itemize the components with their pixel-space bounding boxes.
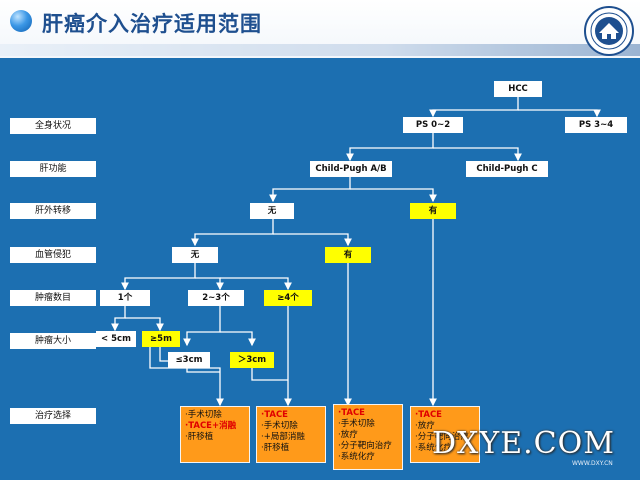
treatment-item: ·分子靶向治疗	[338, 441, 392, 451]
treatment-item: ·肝移植	[185, 432, 214, 442]
row-label-tumor-size: 肿瘤大小	[10, 333, 96, 349]
treatment-item: ·肝移植	[261, 443, 290, 453]
treatment-item: ·TACE	[338, 408, 365, 418]
treatment-item: ·分子靶向治疗	[415, 432, 469, 442]
node-size-gt3cm: ＞3cm	[230, 352, 274, 368]
bullet-ball-icon	[10, 10, 32, 32]
treatment-item: ·放疗	[338, 430, 358, 440]
node-child-pugh-ab: Child-Pugh A/B	[310, 161, 392, 177]
treatment-item: ·+局部消融	[261, 432, 305, 442]
node-vascular-no: 无	[172, 247, 218, 263]
node-extrahepatic-yes: 有	[410, 203, 456, 219]
slide-header: 肝癌介入治疗适用范围	[0, 0, 640, 60]
treatment-box-3: ·TACE ·手术切除 ·放疗 ·分子靶向治疗 ·系统化疗	[333, 404, 403, 470]
row-label-tumor-number: 肿瘤数目	[10, 290, 96, 306]
treatment-box-2: ·TACE ·手术切除 ·+局部消融 ·肝移植	[256, 406, 326, 463]
node-child-pugh-c: Child-Pugh C	[466, 161, 548, 177]
treatment-box-4: ·TACE ·放疗 ·分子靶向治疗 ·系统化疗	[410, 406, 480, 463]
row-label-vascular-invasion: 血管侵犯	[10, 247, 96, 263]
node-ps-3-4: PS 3~4	[565, 117, 627, 133]
row-label-treatment-choice: 治疗选择	[10, 408, 96, 424]
treatment-item: ·TACE	[261, 410, 288, 420]
treatment-item: ·系统化疗	[415, 443, 452, 453]
watermark-url: WWW.DXY.CN	[572, 460, 613, 467]
node-tumor-count-1: 1个	[100, 290, 150, 306]
treatment-item: ·TACE	[415, 410, 442, 420]
header-band	[0, 44, 640, 56]
node-extrahepatic-no: 无	[250, 203, 294, 219]
node-hcc: HCC	[494, 81, 542, 97]
node-size-ge5cm: ≥5m	[142, 331, 180, 347]
row-label-extrahepatic-metastasis: 肝外转移	[10, 203, 96, 219]
row-label-performance-status: 全身状况	[10, 118, 96, 134]
treatment-item: ·放疗	[415, 421, 435, 431]
node-tumor-count-2-3: 2~3个	[188, 290, 244, 306]
node-size-lt5cm: < 5cm	[96, 331, 136, 347]
treatment-item: ·手术切除	[185, 410, 222, 420]
treatment-item: ·手术切除	[338, 419, 375, 429]
slide-title: 肝癌介入治疗适用范围	[42, 12, 262, 36]
node-ps-0-2: PS 0~2	[403, 117, 463, 133]
treatment-item: ·TACE+消融	[185, 421, 237, 431]
treatment-item: ·系统化疗	[338, 452, 375, 462]
watermark: DXYE.COM	[432, 426, 615, 461]
treatment-box-1: ·手术切除 ·TACE+消融 ·肝移植	[180, 406, 250, 463]
node-vascular-yes: 有	[325, 247, 371, 263]
treatment-item: ·手术切除	[261, 421, 298, 431]
row-label-liver-function: 肝功能	[10, 161, 96, 177]
node-size-le3cm: ≤3cm	[168, 352, 210, 368]
node-tumor-count-ge4: ≥4个	[264, 290, 312, 306]
university-seal-icon	[584, 6, 634, 56]
